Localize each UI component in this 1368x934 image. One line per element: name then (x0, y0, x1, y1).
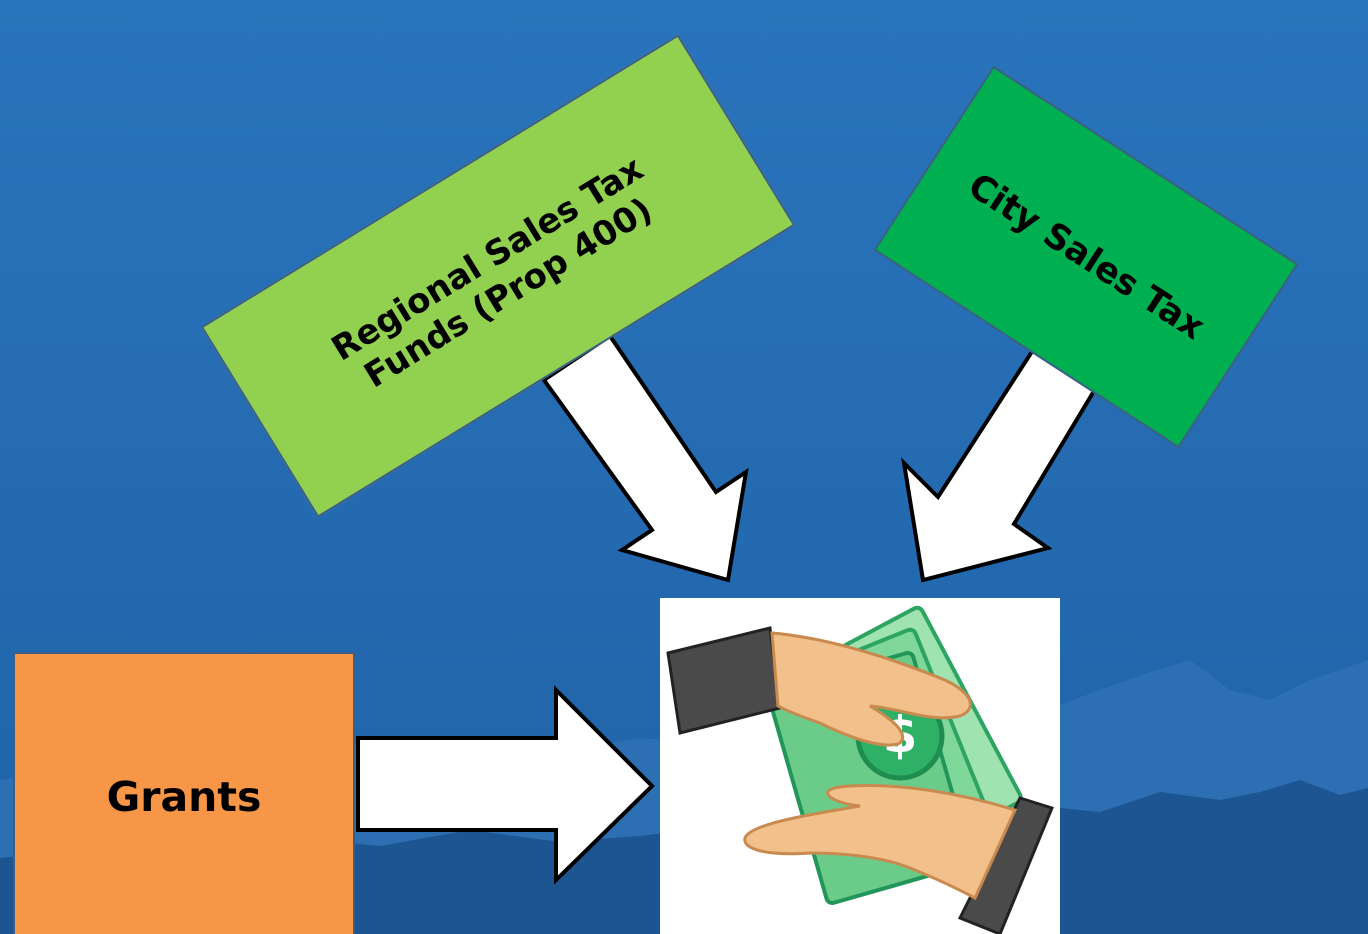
node-city-label: City Sales Tax (960, 166, 1212, 348)
node-grants-label: Grants (106, 773, 262, 821)
node-grants: Grants (13, 652, 355, 934)
arrow-city-to-target (901, 330, 1106, 583)
arrow-regional-to-target (541, 333, 749, 583)
bottom-hand (743, 784, 1055, 934)
money-exchange-illustration: $ (666, 605, 1055, 934)
arrow-grants-to-target (356, 685, 655, 885)
top-hand (666, 626, 972, 747)
money-exchange-hands-icon: $ (660, 598, 1060, 934)
